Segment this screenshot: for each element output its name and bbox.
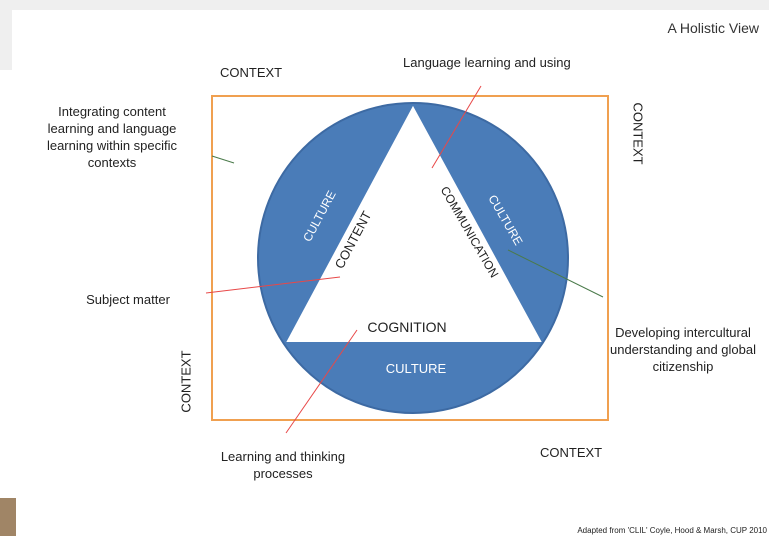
context-frame [211,95,609,421]
cognition-label: COGNITION [367,319,446,335]
context-label-left: CONTEXT [178,350,194,413]
decorative-corner-image [0,498,16,536]
culture-label-bottom: CULTURE [386,361,447,376]
source-credit: Adapted from 'CLIL' Coyle, Hood & Marsh,… [577,526,767,535]
callout-thinking: Learning and thinking processes [220,449,346,481]
triangle [286,105,542,342]
context-label-top-left: CONTEXT [220,65,283,80]
pointer-language [431,85,482,169]
callout-intercultural: Developing intercultural understanding a… [609,325,756,374]
pointer-thinking [285,329,358,434]
pointer-intercultural [507,249,604,298]
pointer-subject [205,276,341,294]
context-label-right: CONTEXT [630,102,646,165]
slide-title: A Holistic View [667,20,759,36]
callout-subject: Subject matter [86,292,170,307]
callout-integrating: Integrating content learning and languag… [46,104,178,170]
callout-language: Language learning and using [403,55,571,70]
pointer-integrating [211,155,235,164]
context-label-bottom-right: CONTEXT [540,445,603,460]
